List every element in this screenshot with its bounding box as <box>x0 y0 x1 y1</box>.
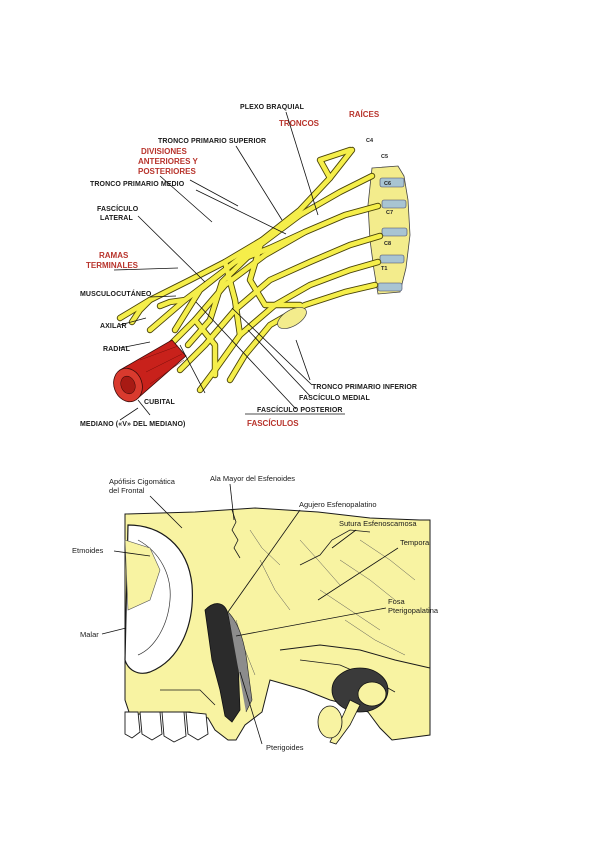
vertebra-label-c6: C6 <box>384 181 391 187</box>
label-tronco-superior: TRONCO PRIMARIO SUPERIOR <box>158 138 266 145</box>
label-fasciculo-lateral-1: FASCÍCULO <box>97 204 139 213</box>
label-fasciculo-lateral-2: LATERAL <box>100 215 133 222</box>
label-fasciculo-posterior: FASCÍCULO POSTERIOR <box>257 405 343 414</box>
label-axilar: AXILAR <box>100 323 127 330</box>
label-cubital: CUBITAL <box>144 399 176 406</box>
vertebra-label-c4: C4 <box>366 138 374 144</box>
label-apofisis-cigomatica-2: del Frontal <box>109 486 145 495</box>
label-plexo-braquial: PLEXO BRAQUIAL <box>240 104 305 111</box>
plexus-nerve-render <box>116 146 384 394</box>
vertebra-label-c5: C5 <box>381 154 388 160</box>
vertebra-label-c8: C8 <box>384 241 391 247</box>
label-fasciculo-medial: FASCÍCULO MEDIAL <box>299 393 370 402</box>
label-fosa-1: Fosa <box>388 597 406 606</box>
upper-teeth <box>124 711 209 743</box>
label-temporal: Temporal <box>400 538 431 547</box>
label-malar: Malar <box>80 630 99 639</box>
label-fosa-2: Pterigopalatina <box>388 606 439 615</box>
nerve-strand <box>177 233 383 373</box>
label-agujero-esfenopalatino: Agujero Esfenopalatino <box>299 500 377 509</box>
nerve-strand <box>317 147 353 181</box>
label-fasciculos: FASCÍCULOS <box>247 419 299 428</box>
label-raices: RAÍCES <box>349 110 380 119</box>
skull-pterygopalatine-diagram: Apófisis Cigomática del Frontal Ala Mayo… <box>72 474 439 752</box>
cervical-spine: C4 C5 C6 C7 C8 T1 <box>366 138 411 295</box>
label-divisiones-3: POSTERIORES <box>138 167 196 176</box>
label-ramas-2: TERMINALES <box>86 261 139 270</box>
label-tronco-medio: TRONCO PRIMARIO MEDIO <box>90 181 185 188</box>
label-pterigoides: Pterigoides <box>266 743 304 752</box>
skull-leader-lines <box>101 483 399 745</box>
vertebra-label-c7: C7 <box>386 210 393 216</box>
nerve-strand <box>247 237 303 308</box>
label-troncos: TRONCOS <box>279 119 320 128</box>
label-tronco-inferior: TRONCO PRIMARIO INFERIOR <box>312 384 417 391</box>
label-sutura-esfenoscamosa: Sutura Esfenoscamosa <box>339 519 417 528</box>
label-radial: RADIAL <box>103 346 131 353</box>
arm-muscle-section <box>113 339 187 403</box>
label-divisiones-2: ANTERIORES Y <box>138 157 199 166</box>
label-musculocutaneo: MUSCULOCUTÁNEO <box>80 289 152 298</box>
nerve-strand <box>129 297 153 325</box>
nerve-strand <box>172 229 308 333</box>
nerve-strand <box>222 259 243 338</box>
nerve-strand <box>157 297 188 309</box>
brachial-plexus-diagram: C4 C5 C6 C7 C8 T1 <box>80 104 417 428</box>
label-divisiones-1: DIVISIONES <box>141 147 187 156</box>
label-etmoides: Etmoides <box>72 546 104 555</box>
label-apofisis-cigomatica-1: Apófisis Cigomática <box>109 477 176 486</box>
nerve-strand <box>192 317 218 378</box>
plexus-leader-lines <box>113 111 345 421</box>
label-mediano: MEDIANO («V» DEL MEDIANO) <box>80 421 185 428</box>
label-ala-mayor: Ala Mayor del Esfenoides <box>210 474 295 483</box>
label-ramas-1: RAMAS <box>99 251 129 260</box>
vertebra-label-t1: T1 <box>381 266 387 272</box>
